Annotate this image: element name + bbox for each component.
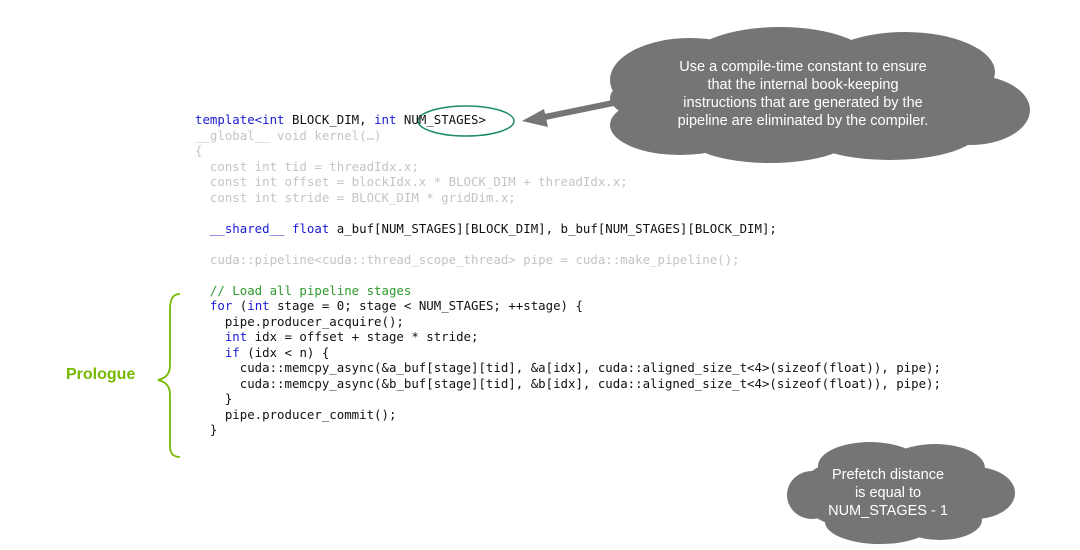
code-line: const int stride = BLOCK_DIM * gridDim.x…: [195, 190, 941, 206]
code-line: // Load all pipeline stages: [195, 283, 941, 299]
code-line: cuda::memcpy_async(&a_buf[stage][tid], &…: [195, 360, 941, 376]
code-token: __global__ void kernel(…): [195, 127, 382, 143]
code-line: }: [195, 422, 941, 438]
callout-line: is equal to: [854, 485, 922, 501]
code-token: idx = offset + stage * stride;: [247, 329, 479, 344]
code-token: a_buf[NUM_STAGES][BLOCK_DIM], b_buf[NUM_…: [329, 220, 777, 236]
callout-line: pipeline are eliminated by the compiler.: [677, 113, 929, 129]
code-token: (idx < n) {: [239, 344, 330, 360]
code-line: pipe.producer_commit();: [195, 407, 941, 423]
code-line-blank: [195, 267, 941, 283]
code-token: int: [374, 112, 397, 127]
code-line-blank: [195, 236, 941, 252]
callout-line: Use a compile-time constant to ensure: [679, 59, 927, 75]
code-line: template<int BLOCK_DIM, int NUM_STAGES>: [195, 112, 941, 128]
code-line: __global__ void kernel(…): [195, 128, 941, 144]
prefetch-callout-text: Prefetch distance is equal to NUM_STAGES…: [808, 466, 968, 520]
prologue-brace: [157, 293, 181, 458]
code-token: for: [195, 298, 233, 313]
compile-time-callout-cloud: [610, 27, 1030, 163]
code-line: if (idx < n) {: [195, 345, 941, 361]
code-token: const int offset = blockIdx.x * BLOCK_DI…: [195, 174, 628, 189]
code-line: pipe.producer_acquire();: [195, 314, 941, 330]
code-token: float: [291, 220, 330, 236]
prologue-label: Prologue: [66, 366, 136, 383]
code-token: pipe.producer_commit();: [195, 406, 397, 422]
code-token: cuda::memcpy_async(&a_buf[stage][tid], &…: [195, 360, 941, 375]
callout-line: instructions that are generated by the: [683, 95, 923, 111]
callout-line: that the internal book-keeping: [707, 77, 899, 93]
code-token: int: [247, 298, 270, 313]
code-block: template<int BLOCK_DIM, int NUM_STAGES>_…: [195, 112, 941, 438]
code-line: __shared__ float a_buf[NUM_STAGES][BLOCK…: [195, 221, 941, 237]
code-token: int: [195, 329, 248, 344]
code-line: cuda::memcpy_async(&b_buf[stage][tid], &…: [195, 376, 941, 392]
code-line: int idx = offset + stage * stride;: [195, 329, 941, 345]
code-token: const int stride = BLOCK_DIM * gridDim.x…: [195, 189, 516, 205]
callout-line: NUM_STAGES - 1: [828, 503, 948, 519]
code-comment: // Load all pipeline stages: [195, 282, 412, 298]
code-line: const int tid = threadIdx.x;: [195, 159, 941, 175]
code-token: cuda::pipeline<cuda::thread_scope_thread…: [195, 251, 740, 267]
code-line: const int offset = blockIdx.x * BLOCK_DI…: [195, 174, 941, 190]
compile-time-callout-text: Use a compile-time constant to ensure th…: [628, 58, 978, 130]
callout-line: Prefetch distance: [831, 467, 945, 483]
num-stages-highlight-ellipse: [417, 105, 515, 137]
code-token: NUM_STAGES>: [396, 112, 486, 127]
code-line: {: [195, 143, 941, 159]
code-token: {: [195, 143, 203, 158]
code-line: cuda::pipeline<cuda::thread_scope_thread…: [195, 252, 941, 268]
code-line: }: [195, 391, 941, 407]
code-token: stage = 0; stage < NUM_STAGES; ++stage) …: [269, 298, 583, 313]
code-token: BLOCK_DIM,: [284, 112, 375, 127]
code-token: (: [232, 298, 248, 313]
code-token: }: [195, 391, 233, 406]
callout-arrow: [522, 99, 619, 127]
code-line-blank: [195, 205, 941, 221]
prefetch-callout-cloud: [787, 442, 1015, 544]
code-token: }: [195, 422, 218, 437]
code-token: if: [195, 344, 240, 360]
code-token: template<int: [195, 112, 285, 127]
code-token: __shared__: [195, 220, 292, 236]
code-token: const int tid = threadIdx.x;: [195, 158, 419, 174]
code-token: pipe.producer_acquire();: [195, 313, 404, 329]
code-line: for (int stage = 0; stage < NUM_STAGES; …: [195, 298, 941, 314]
code-token: cuda::memcpy_async(&b_buf[stage][tid], &…: [195, 375, 941, 391]
